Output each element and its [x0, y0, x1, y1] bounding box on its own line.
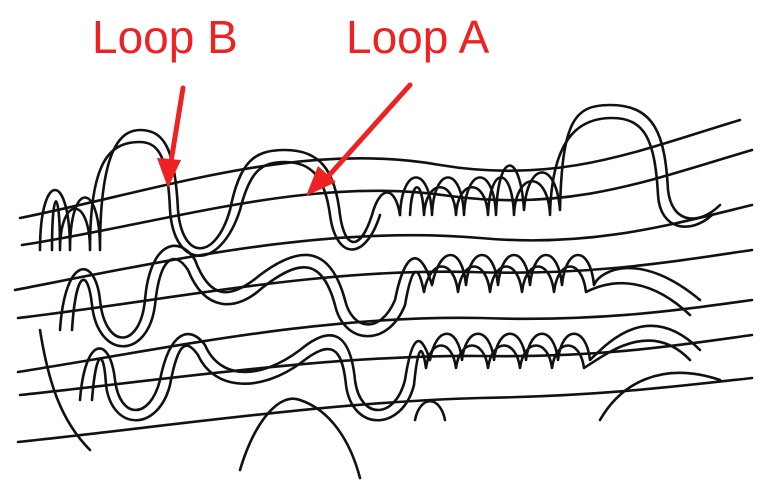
- arrow-loop-b: [170, 88, 183, 168]
- loop-a-label: Loop A: [346, 14, 489, 60]
- loop-strand: [600, 373, 720, 420]
- loop-b-label: Loop B: [92, 14, 238, 60]
- yarn-line: [15, 205, 752, 290]
- loop-row-bottom: [80, 326, 700, 420]
- loop-strand: [400, 105, 720, 219]
- horizontal-yarn-lines: [15, 120, 752, 442]
- loop-strand: [415, 401, 445, 420]
- loop-strand: [72, 259, 690, 346]
- arrow-loop-a: [325, 85, 410, 180]
- loop-row-middle: [60, 246, 700, 346]
- yarn-line: [18, 250, 752, 318]
- yarn-line: [20, 120, 740, 218]
